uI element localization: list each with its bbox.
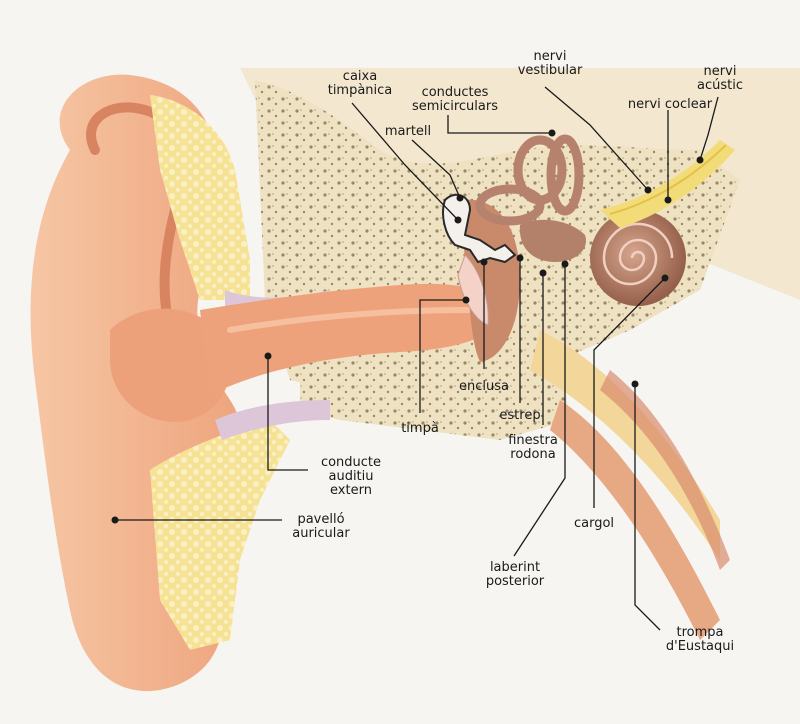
vestibule <box>519 219 586 262</box>
cartilage-band-lower <box>215 400 330 440</box>
leader-laberint <box>513 264 566 557</box>
muscle-band-2 <box>600 370 730 570</box>
label-estrep: estrep <box>499 408 541 423</box>
label-timpa: timpà <box>401 421 439 436</box>
canal-fat-upper <box>150 95 250 300</box>
leader-martell <box>411 139 461 199</box>
leader-conductes <box>447 115 552 134</box>
leader-acustic <box>699 96 719 161</box>
label-martell: martell <box>384 124 432 139</box>
leader-trompa <box>634 384 661 631</box>
leader-timpa <box>419 299 466 413</box>
leader-conducte <box>267 356 308 471</box>
label-cargol: cargol <box>573 516 615 531</box>
cochlea-spiral <box>602 222 674 286</box>
canal-fat-lower <box>150 420 290 650</box>
leader-dots <box>111 129 704 524</box>
nerve-stripe <box>609 144 727 215</box>
leader-cargol <box>593 277 666 508</box>
label-enclusa: enclusa <box>459 379 509 394</box>
leader-caixa <box>351 102 459 221</box>
leader-vestibular <box>544 86 649 191</box>
pinna-concha <box>110 308 231 422</box>
semicircular-canals <box>475 134 584 226</box>
eustachian-tube <box>530 330 720 560</box>
label-nervi-coclear: nervi coclear <box>627 97 713 112</box>
leader-lines <box>115 86 719 631</box>
eardrum <box>457 254 489 326</box>
ear-canal-shade <box>227 307 473 333</box>
lower-bone <box>300 343 570 440</box>
